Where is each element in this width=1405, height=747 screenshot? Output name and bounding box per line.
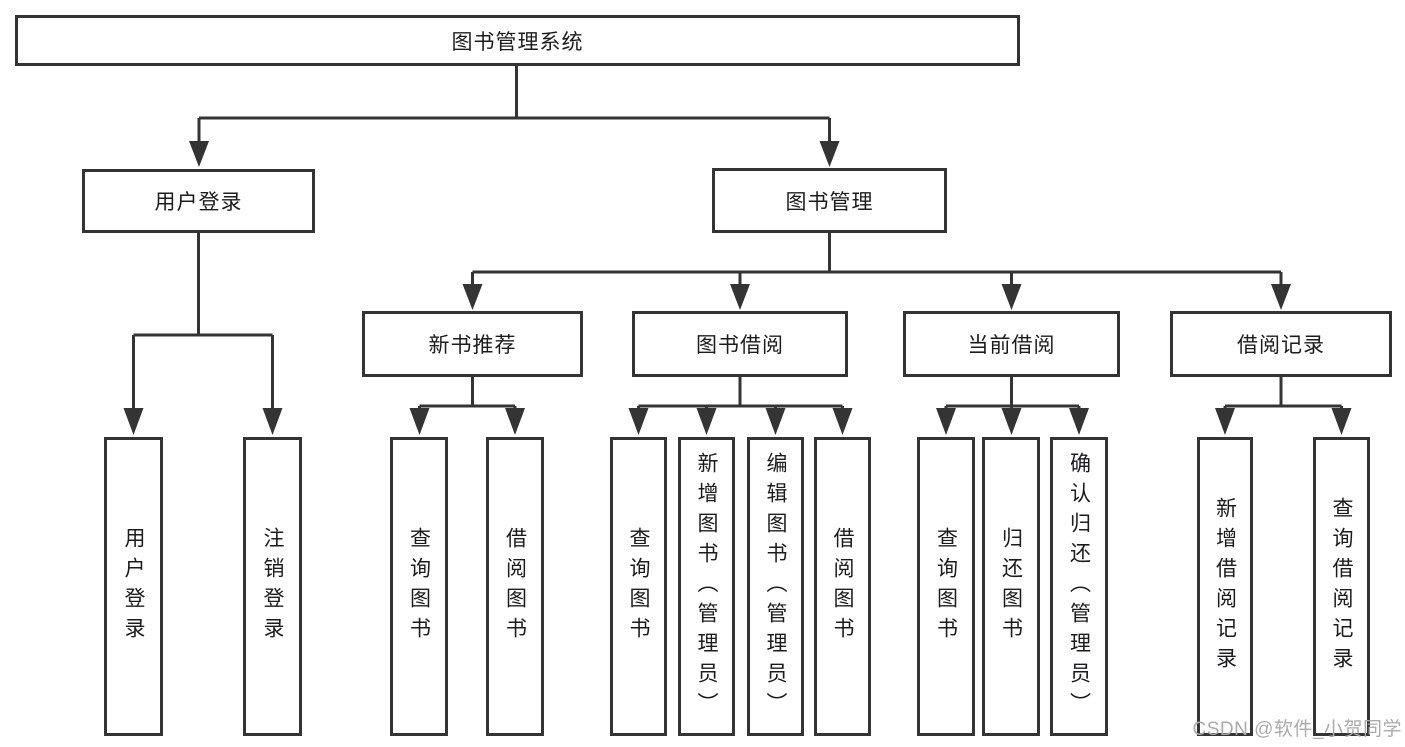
arrowhead-icon (462, 284, 483, 310)
arrowhead-icon (696, 408, 717, 435)
node-borrow-records: 借阅记录 (1170, 311, 1392, 377)
leaf-borrow-query-books-label: 查询图书 (627, 526, 650, 647)
leaf-borrow-add-books-admin: 新增图书（管理员） (678, 437, 735, 736)
node-book-management-label: 图书管理 (785, 190, 874, 214)
node-root: 图书管理系统 (15, 15, 1020, 66)
arrowhead-icon (123, 408, 144, 435)
arrowhead-icon (505, 408, 525, 435)
leaf-logout-label: 注销登录 (261, 526, 284, 647)
leaf-borrow-query-books: 查询图书 (610, 437, 667, 736)
connector-userlogin-children (132, 232, 274, 410)
arrowhead-icon (765, 408, 786, 435)
leaf-records-add-record-label: 新增借阅记录 (1213, 496, 1237, 677)
node-current-borrow-label: 当前借阅 (967, 334, 1056, 357)
leaf-newbook-borrow-books-label: 借阅图书 (503, 526, 527, 647)
arrowhead-icon (1069, 408, 1089, 435)
arrowhead-icon (1271, 284, 1291, 310)
node-borrow-records-label: 借阅记录 (1237, 334, 1325, 357)
arrowhead-icon (936, 408, 956, 435)
leaf-logout: 注销登录 (243, 437, 302, 736)
leaf-current-return-books-label: 归还图书 (999, 526, 1023, 647)
arrowhead-icon (1001, 284, 1022, 310)
node-root-label: 图书管理系统 (451, 30, 584, 54)
arrowhead-icon (189, 141, 209, 167)
leaf-user-login: 用户登录 (104, 437, 163, 736)
connector-borrowrecords-children (1223, 376, 1343, 411)
leaf-current-return-books: 归还图书 (982, 437, 1040, 736)
leaf-records-query-record-label: 查询借阅记录 (1330, 496, 1353, 677)
node-new-book-recommend-label: 新书推荐 (428, 334, 517, 357)
csdn-watermark: CSDN @软件_小贺同学 (1192, 719, 1402, 740)
leaf-newbook-query-books-label: 查询图书 (407, 526, 431, 647)
leaf-borrow-borrow-books: 借阅图书 (814, 437, 871, 736)
connector-bookborrow-children (637, 376, 844, 411)
connector-bookmgmt-children (471, 232, 1283, 288)
arrowhead-icon (832, 408, 853, 435)
leaf-borrow-add-books-admin-label: 新增图书（管理员） (695, 451, 718, 722)
arrowhead-icon (628, 408, 649, 435)
node-user-login-label: 用户登录 (154, 191, 243, 214)
leaf-newbook-borrow-books: 借阅图书 (486, 437, 544, 736)
connector-root-children (197, 66, 831, 144)
arrowhead-icon (409, 408, 430, 435)
leaf-user-login-label: 用户登录 (122, 526, 145, 647)
leaf-current-query-books: 查询图书 (917, 437, 975, 736)
arrowhead-icon (730, 284, 750, 310)
node-current-borrow: 当前借阅 (903, 311, 1120, 377)
node-user-login: 用户登录 (82, 169, 315, 233)
arrowhead-icon (1215, 408, 1235, 435)
connector-newbookrec-children (418, 376, 517, 411)
node-book-borrow-label: 图书借阅 (696, 334, 784, 357)
arrowhead-icon (819, 141, 840, 167)
leaf-borrow-edit-books-admin-label: 编辑图书（管理员） (764, 451, 787, 722)
node-book-management: 图书管理 (712, 168, 947, 233)
arrowhead-icon (262, 408, 283, 435)
leaf-newbook-query-books: 查询图书 (390, 437, 448, 736)
leaf-records-query-record: 查询借阅记录 (1313, 437, 1370, 736)
arrowhead-icon (1001, 408, 1022, 435)
node-new-book-recommend: 新书推荐 (362, 311, 583, 377)
leaf-current-confirm-return-admin-label: 确认归还（管理员） (1067, 451, 1091, 722)
node-book-borrow: 图书借阅 (632, 311, 848, 377)
leaf-borrow-edit-books-admin: 编辑图书（管理员） (747, 437, 804, 736)
arrowhead-icon (1331, 408, 1352, 435)
leaf-current-query-books-label: 查询图书 (934, 526, 958, 647)
leaf-current-confirm-return-admin: 确认归还（管理员） (1050, 437, 1108, 736)
leaf-records-add-record: 新增借阅记录 (1197, 437, 1253, 736)
connector-currentborrow-children (944, 376, 1081, 411)
leaf-borrow-borrow-books-label: 借阅图书 (831, 526, 854, 647)
arrowheads (123, 141, 1352, 435)
